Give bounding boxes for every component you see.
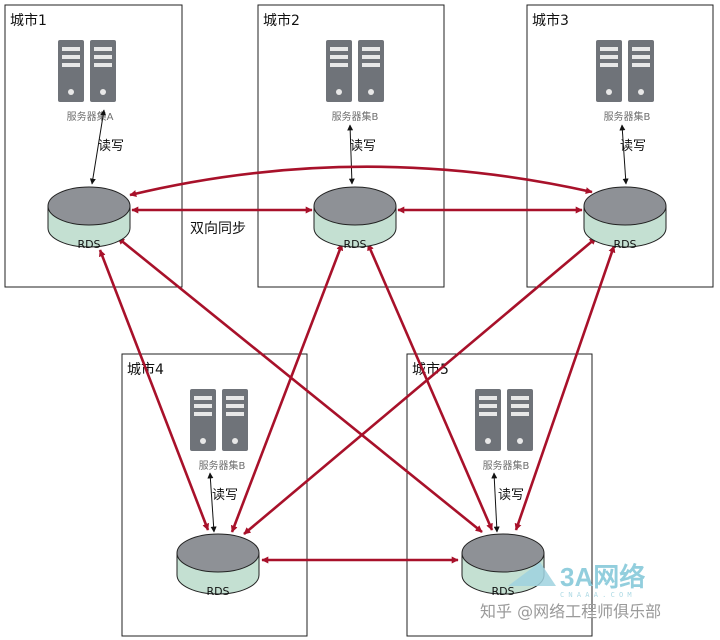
server-cluster-icon-3 [596, 40, 654, 102]
server-label-5: 服务器集B [483, 459, 530, 472]
sync-arrow-3-5 [514, 245, 616, 531]
server-label-1: 服务器集A [67, 110, 114, 123]
sync-arrow-1-3 [129, 165, 593, 197]
read-write-label-2: 读写 [350, 139, 376, 154]
read-write-arrow-5 [491, 472, 500, 533]
city-title-5: 城市5 [412, 361, 449, 378]
server-label-2: 服务器集B [332, 110, 379, 123]
read-write-label-4: 读写 [212, 488, 238, 503]
watermark-credit: 知乎 @网络工程师俱乐部 [480, 602, 661, 621]
rds-database-icon-1 [47, 186, 131, 248]
sync-label: 双向同步 [190, 221, 246, 237]
sync-arrows [98, 165, 616, 564]
watermark-logo: 3A网络 C N A A A . C O M [508, 562, 645, 599]
city-box-3 [526, 4, 714, 288]
city-title-3: 城市3 [532, 12, 569, 29]
read-write-label-3: 读写 [620, 139, 646, 154]
rds-label-3: RDS [613, 238, 636, 251]
server-label-3: 服务器集B [604, 110, 651, 123]
city-box-1 [4, 4, 183, 288]
rds-database-icon-2 [313, 186, 397, 248]
read-write-label-1: 读写 [98, 139, 124, 154]
server-cluster-icon-1 [58, 40, 116, 102]
rds-database-icon-3 [583, 186, 667, 248]
rds-database-icon-4 [176, 533, 260, 595]
server-label-4: 服务器集B [199, 459, 246, 472]
city-title-2: 城市2 [263, 12, 300, 29]
city-title-1: 城市1 [10, 12, 47, 29]
watermark-brand: 3A网络 [560, 562, 645, 592]
read-write-label-5: 读写 [498, 488, 524, 503]
server-cluster-icon-4 [190, 389, 248, 451]
read-write-arrow-1 [89, 109, 107, 185]
rds-label-5: RDS [491, 585, 514, 598]
rds-label-1: RDS [77, 238, 100, 251]
rds-label-4: RDS [206, 585, 229, 598]
watermark-brand-small: C N A A A . C O M [560, 591, 632, 599]
server-cluster-icon-5 [475, 389, 533, 451]
server-cluster-icon-2 [326, 40, 384, 102]
read-write-arrow-3 [619, 124, 629, 185]
read-write-arrow-2 [347, 124, 355, 185]
rds-label-2: RDS [343, 238, 366, 251]
sync-arrow-3-4 [243, 237, 597, 535]
